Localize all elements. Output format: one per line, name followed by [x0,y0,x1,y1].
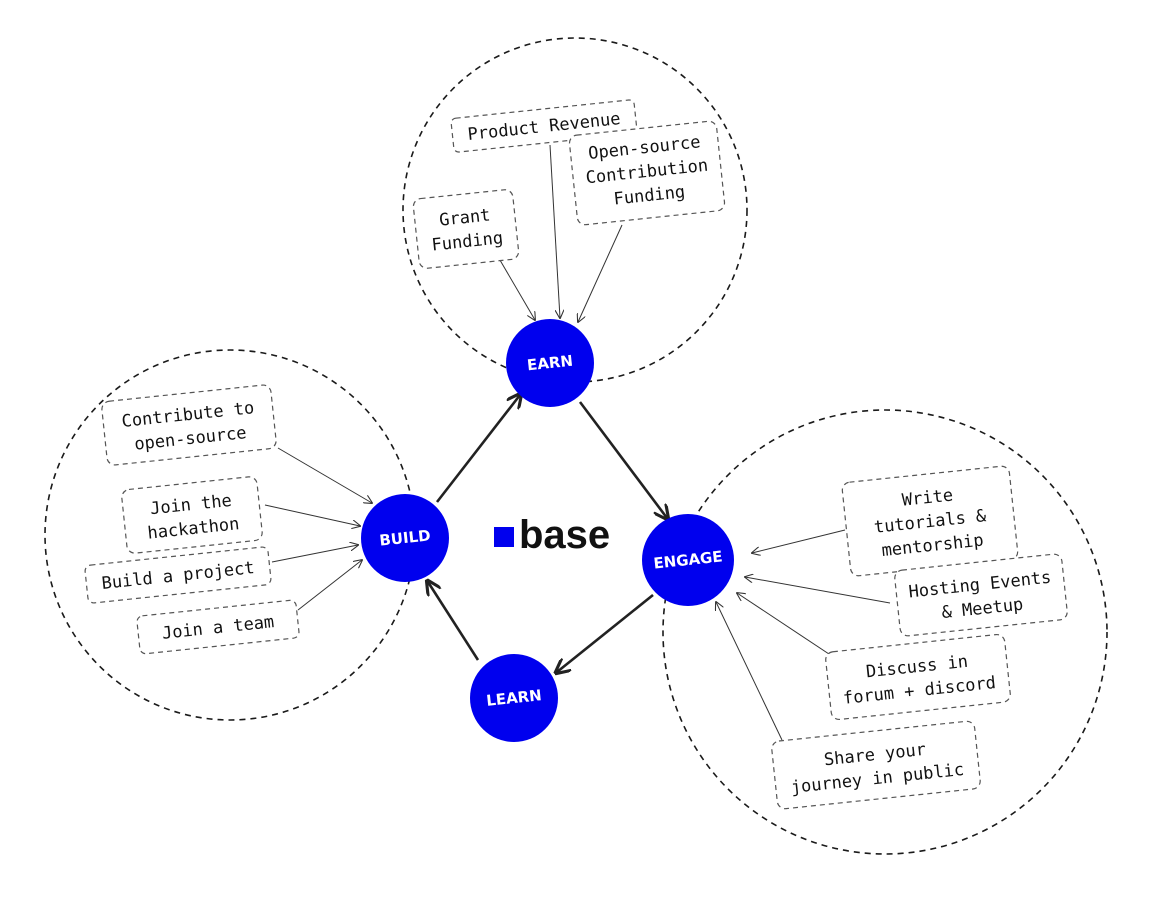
node-build: BUILD [361,494,449,582]
node-learn-label: LEARN [485,686,542,710]
base-logo-text: base [519,513,610,557]
arrow-engage-to-learn [557,593,654,672]
arrow-share-to-engage [716,602,783,741]
node-engage: ENGAGE [642,514,734,606]
node-learn: LEARN [470,654,558,742]
node-earn-label: EARN [526,352,574,375]
base-logo-mark [494,527,514,547]
arrow-earn-to-engage [578,401,667,518]
arrow-hackathon-to-build [264,504,360,526]
arrow-opensource-to-earn [578,224,623,322]
box-product-revenue: Product Revenue [450,99,638,153]
arrow-team-to-build [297,560,362,611]
box-contribute: Contribute to open-source [101,384,277,466]
arrow-grant-to-earn [496,254,535,320]
box-share: Share your journey in public [771,720,981,810]
box-discuss: Discuss in forum + discord [825,633,1011,721]
box-grant-funding: Grant Funding [412,189,520,269]
arrow-events-to-engage [745,577,891,604]
box-build-project: Build a project [84,546,272,604]
arrow-project-to-build [271,545,358,563]
box-open-source-funding: Open-source Contribution Funding [568,120,726,226]
arrow-learn-to-build [428,582,480,661]
arrow-build-to-earn [435,395,520,503]
arrow-discuss-to-engage [737,593,839,661]
base-logo: base [494,513,610,557]
box-join-team: Join a team [136,599,300,655]
arrow-contribute-to-build [277,447,372,503]
earn-region [402,37,748,383]
engage-region [662,409,1108,855]
arrow-revenue-to-earn [549,144,560,318]
node-earn: EARN [506,319,594,407]
arrow-tutorials-to-engage [752,529,846,553]
box-events: Hosting Events & Meetup [894,553,1068,637]
box-tutorials: Write tutorials & mentorship [841,465,1019,577]
node-build-label: BUILD [379,526,432,549]
box-hackathon: Join the hackathon [121,476,263,554]
